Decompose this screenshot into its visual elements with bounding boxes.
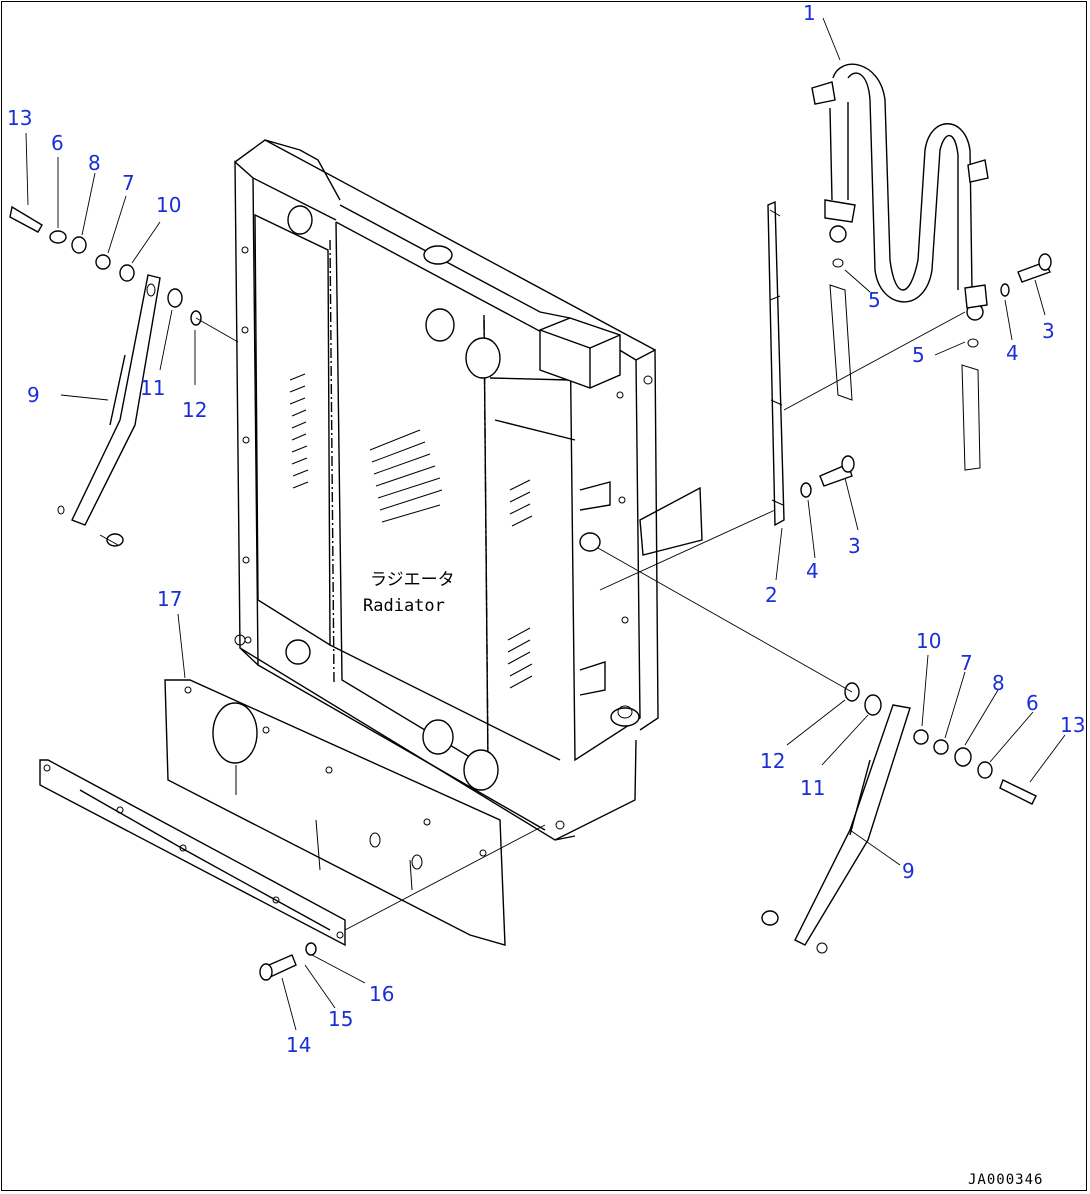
callout-9-left: 9 xyxy=(27,383,40,407)
stay-left xyxy=(9,205,239,547)
callout-7-right: 7 xyxy=(960,651,973,675)
callout-10-right: 10 xyxy=(916,629,941,653)
callout-leaders xyxy=(25,17,1066,1031)
callout-5-left: 5 xyxy=(868,288,881,312)
callout-9-right: 9 xyxy=(902,859,915,883)
callout-3-lower: 3 xyxy=(848,534,861,558)
radiator-label-en: Radiator xyxy=(363,596,445,616)
callout-17: 17 xyxy=(157,587,182,611)
callout-3-upper: 3 xyxy=(1042,319,1055,343)
callout-16: 16 xyxy=(369,982,394,1006)
stay-right xyxy=(597,547,1037,954)
hose-bracket-plate xyxy=(599,200,966,591)
callout-12-left: 12 xyxy=(182,398,207,422)
hose-assembly xyxy=(811,63,989,471)
callout-labels: 1 2 3 3 4 4 5 5 6 6 7 7 8 8 9 9 10 10 11… xyxy=(7,1,1085,1057)
callout-15: 15 xyxy=(328,1007,353,1031)
radiator-core xyxy=(234,139,703,841)
callout-8-right: 8 xyxy=(992,671,1005,695)
callout-5-right: 5 xyxy=(912,343,925,367)
callout-11-left: 11 xyxy=(140,376,165,400)
bolt-set-upper-right xyxy=(800,253,1052,498)
callout-4-upper: 4 xyxy=(1006,341,1019,365)
callout-4-lower: 4 xyxy=(806,559,819,583)
callout-6-right: 6 xyxy=(1026,691,1039,715)
drawing-id: JA000346 xyxy=(968,1172,1043,1188)
callout-13-left: 13 xyxy=(7,106,32,130)
callout-14: 14 xyxy=(286,1033,311,1057)
callout-6-left: 6 xyxy=(51,131,64,155)
callout-2: 2 xyxy=(765,583,778,607)
callout-10-left: 10 xyxy=(156,193,181,217)
callout-1: 1 xyxy=(803,1,816,25)
callout-12-right: 12 xyxy=(760,749,785,773)
lower-cover-plates xyxy=(39,679,546,981)
callout-13-right: 13 xyxy=(1060,713,1085,737)
callout-7-left: 7 xyxy=(122,171,135,195)
callout-11-right: 11 xyxy=(800,776,825,800)
radiator-label-jp: ラジエータ xyxy=(370,570,455,590)
callout-8-left: 8 xyxy=(88,151,101,175)
